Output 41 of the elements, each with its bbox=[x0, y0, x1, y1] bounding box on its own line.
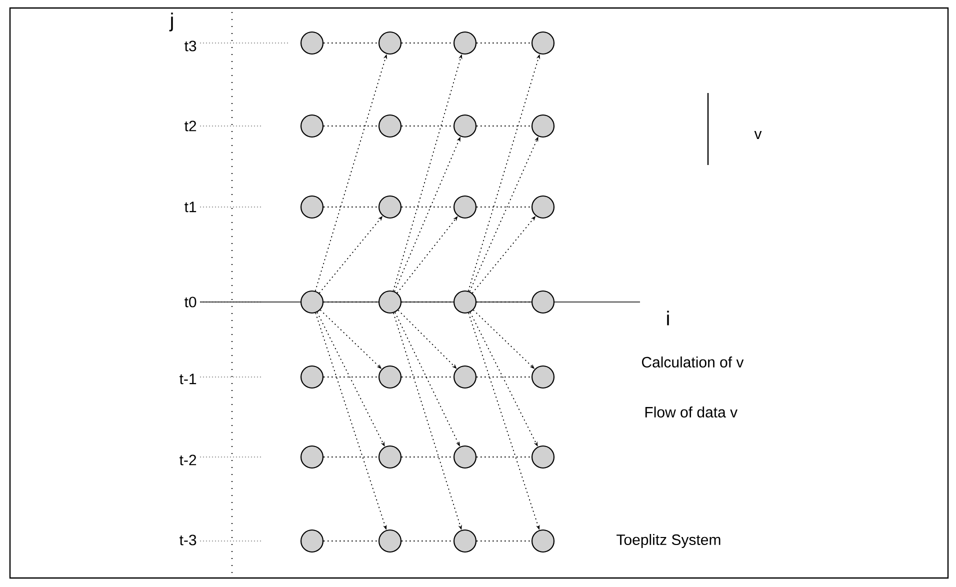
grid-circle bbox=[300, 114, 324, 138]
grid-circle bbox=[453, 31, 477, 55]
grid-circle bbox=[300, 195, 324, 219]
grid-circle bbox=[453, 529, 477, 553]
row-label: t-3 bbox=[180, 534, 196, 546]
grid-circle bbox=[453, 195, 477, 219]
grid-circle bbox=[300, 365, 324, 389]
caption-text: Toeplitz System bbox=[616, 534, 720, 548]
row-label: t-1 bbox=[180, 374, 196, 384]
row-label: t-2 bbox=[180, 454, 196, 466]
note-text: v bbox=[754, 131, 762, 139]
grid-circle bbox=[531, 365, 555, 389]
grid-circle bbox=[531, 31, 555, 55]
grid-circle bbox=[300, 290, 324, 314]
grid-circle bbox=[378, 529, 402, 553]
row-label: t2 bbox=[184, 120, 196, 132]
grid-circle bbox=[378, 31, 402, 55]
grid-circle bbox=[531, 195, 555, 219]
note-text: Flow of data v bbox=[645, 406, 738, 418]
grid-circle bbox=[531, 290, 555, 314]
axis-label: j bbox=[169, 12, 173, 32]
grid-circle bbox=[378, 290, 402, 314]
grid-circle bbox=[378, 445, 402, 469]
grid-circle bbox=[300, 529, 324, 553]
grid-circle bbox=[300, 31, 324, 55]
note-text: Calculation of v bbox=[642, 356, 744, 368]
axis-label: i bbox=[667, 310, 669, 326]
grid-circle bbox=[453, 365, 477, 389]
grid-circle bbox=[531, 114, 555, 138]
grid-circle bbox=[453, 445, 477, 469]
grid-circle bbox=[378, 195, 402, 219]
row-label: t1 bbox=[184, 202, 196, 212]
grid-circle bbox=[531, 529, 555, 553]
row-label: t0 bbox=[184, 296, 196, 308]
grid-circle bbox=[453, 114, 477, 138]
grid-circle bbox=[378, 365, 402, 389]
grid-circle bbox=[300, 445, 324, 469]
row-label: t3 bbox=[184, 40, 196, 52]
grid-circle bbox=[378, 114, 402, 138]
grid-circle bbox=[453, 290, 477, 314]
grid-circle bbox=[531, 445, 555, 469]
